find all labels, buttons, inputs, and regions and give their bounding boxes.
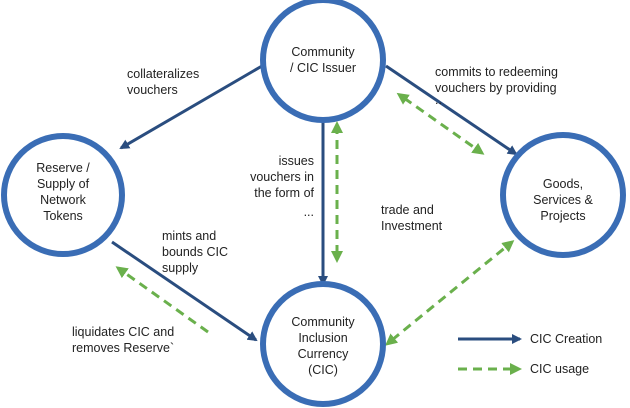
legend: CIC Creation CIC usage — [458, 332, 602, 376]
node-cic-line-4: (CIC) — [308, 363, 338, 377]
node-reserve-line-2: Supply of — [37, 177, 90, 191]
node-goods-line-1: Goods, — [543, 177, 583, 191]
usage-arrow-liquidates — [115, 266, 209, 334]
label-mints-line-3: supply — [162, 261, 199, 275]
node-issuer: Community / CIC Issuer — [260, 0, 386, 123]
label-collateralizes-line-1: collateralizes — [127, 67, 199, 81]
usage-arrow-issuer-goods — [396, 92, 485, 155]
node-reserve-line-4: Tokens — [43, 209, 83, 223]
usage-arrow-cic-goods — [385, 240, 515, 346]
label-commits-line-3: .. — [435, 93, 442, 107]
label-mints-line-1: mints and — [162, 229, 216, 243]
label-trade: trade and Investment — [381, 203, 443, 233]
label-commits-line-2: vouchers by providing — [435, 81, 557, 95]
label-issues-line-1: issues — [279, 154, 314, 168]
node-issuer-line-2: / CIC Issuer — [290, 61, 356, 75]
arrow-issuer-to-reserve — [119, 64, 263, 150]
node-goods: Goods, Services & Projects — [500, 132, 626, 258]
node-reserve: Reserve / Supply of Network Tokens — [1, 133, 125, 257]
label-trade-line-1: trade and — [381, 203, 434, 217]
node-cic-line-1: Community — [291, 315, 355, 329]
label-issues-line-4: ... — [304, 205, 314, 219]
label-issues-line-2: vouchers in — [250, 170, 314, 184]
label-collateralizes: collateralizes vouchers — [127, 67, 199, 97]
node-goods-line-3: Projects — [540, 209, 585, 223]
label-liquidates: liquidates CIC and removes Reserve` — [72, 325, 174, 355]
label-issues: issues vouchers in the form of ... — [250, 154, 314, 219]
node-cic: Community Inclusion Currency (CIC) — [260, 281, 386, 407]
label-commits: commits to redeeming vouchers by providi… — [435, 65, 558, 107]
arrow-issuer-to-goods — [385, 64, 518, 156]
legend-creation-label: CIC Creation — [530, 332, 602, 346]
label-liquidates-line-2: removes Reserve` — [72, 341, 174, 355]
label-commits-line-1: commits to redeeming — [435, 65, 558, 79]
label-issues-line-3: the form of — [254, 186, 314, 200]
node-goods-line-2: Services & — [533, 193, 593, 207]
node-cic-line-2: Inclusion — [298, 331, 347, 345]
label-mints: mints and bounds CIC supply — [162, 229, 228, 275]
label-collateralizes-line-2: vouchers — [127, 83, 178, 97]
node-reserve-line-1: Reserve / — [36, 161, 90, 175]
legend-usage-label: CIC usage — [530, 362, 589, 376]
label-trade-line-2: Investment — [381, 219, 443, 233]
node-issuer-line-1: Community — [291, 45, 355, 59]
node-cic-line-3: Currency — [298, 347, 349, 361]
label-mints-line-2: bounds CIC — [162, 245, 228, 259]
arrow-reserve-to-cic — [111, 240, 258, 342]
label-liquidates-line-1: liquidates CIC and — [72, 325, 174, 339]
node-reserve-line-3: Network — [40, 193, 87, 207]
